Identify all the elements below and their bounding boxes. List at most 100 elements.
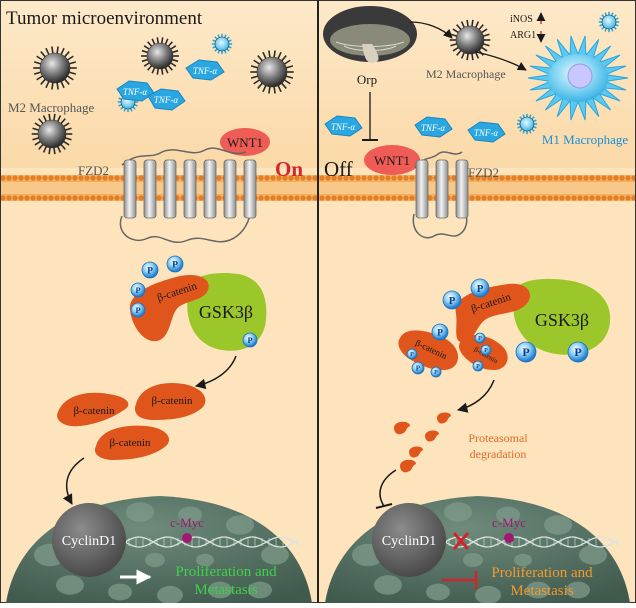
nuclear-inhibition-line [379,469,397,507]
tnf-alpha-hexagon: TNF-α [185,59,225,81]
tnf-alpha-hexagon: TNF-α [414,116,453,138]
phosphate-label: P [476,364,480,370]
m2-macrophage-icon [33,46,77,90]
fzd2-receptor [412,151,469,239]
phosphate-label: P [247,336,252,345]
fzd2-label: FZD2 [78,163,109,178]
m2-macrophage-label: M2 Macrophage [8,100,95,115]
gsk3b-label: GSK3β [535,310,589,330]
phosphate-group: P [442,290,462,310]
panel-title: Tumor microenvironment [6,8,203,29]
phosphate-group: P [472,360,484,372]
fzd2-label: FZD2 [468,165,499,180]
wnt1-label: WNT1 [227,135,263,150]
gsk3b-label: GSK3β [199,302,253,322]
blocked-cross-icon [452,532,470,550]
c-myc-label: c-Myc [492,515,526,530]
release-arrow [194,355,237,390]
tnf-alpha-label: TNF-α [421,123,446,133]
phosphate-group: P [480,344,492,356]
cell-membrane-left [0,175,318,201]
m2-macrophage-icon [449,19,491,61]
m2-macrophage-label: M2 Macrophage [426,67,506,81]
tnf-alpha-label: TNF-α [193,66,218,76]
outcome-text: Metastasis [510,583,573,599]
phosphate-group: P [515,341,537,363]
phosphate-group: P [130,282,146,298]
cyclind1-label: CyclinD1 [62,534,116,549]
beta-catenin-protein [398,330,459,371]
m1-macrophage-icon [211,33,233,55]
m1-macrophage-label: M1 Macrophage [542,132,629,147]
pathway-state-on: On [275,157,303,181]
orp-to-macrophage-arrow [409,21,453,39]
phosphate-label: P [410,352,414,358]
inos-label: iNOS [510,14,533,25]
outcome-text: Proliferation and [175,564,277,580]
tnf-alpha-label: TNF-α [123,87,148,97]
cell-membrane-right [319,175,636,201]
phosphate-label: P [449,295,456,307]
beta-catenin-label: β-catenin [151,395,193,407]
degradation-arrow [456,379,495,413]
phosphate-group: P [474,332,486,344]
c-myc-marker [504,533,514,543]
phosphate-group: P [406,348,418,360]
phosphate-label: P [484,348,488,354]
m2-macrophage-icon [250,50,294,94]
m2-macrophage-icon [141,37,179,75]
phosphate-group: P [431,323,449,341]
outcome-text: Proliferation and [491,565,593,581]
phosphate-group: P [430,366,442,378]
beta-catenin-label: β-catenin [73,405,115,417]
c-myc-label: c-Myc [170,515,204,530]
polarization-arrow [475,51,527,71]
cyclind1-label: CyclinD1 [382,534,436,549]
nuclear-inhibition-bar [375,503,393,509]
degradation-text: Proteasomal [468,431,528,445]
beta-catenin-label: β-catenin [109,437,151,449]
phosphate-group: P [166,255,184,273]
tnf-alpha-label: TNF-α [331,122,356,132]
phosphate-group: P [242,332,258,348]
cyclind1-protein [372,503,446,577]
phosphate-label: P [135,306,140,315]
arg1-label: ARG1 [510,30,536,41]
fzd2-receptor [119,147,257,243]
beta-catenin-protein [129,274,209,342]
beta-catenin-protein: β-catenin [134,382,206,420]
orp-mushroom [323,6,417,63]
gsk3b-kinase [187,272,267,351]
m1-macrophage-icon [598,11,620,33]
tnf-alpha-hexagon: TNF-α [324,115,363,137]
phosphate-label: P [416,365,421,373]
m1-macrophage-icon [516,113,538,135]
phosphate-label: P [135,286,140,295]
phosphate-label: P [574,345,581,359]
beta-catenin-protein: β-catenin [57,392,129,427]
pathway-state-off: Off [324,157,353,181]
outcome-text: Metastasis [194,582,257,598]
orp-label: Orp [357,72,377,87]
nuclear-translocation-arrow [62,457,85,505]
m2-macrophage-icon [31,113,73,155]
tnf-alpha-label: TNF-α [154,95,179,105]
phosphate-label: P [437,327,443,338]
tnf-alpha-hexagon: TNF-α [467,121,506,143]
phosphate-group: P [470,278,490,298]
catenin-fragment [409,446,423,458]
m1-macrophage [527,35,629,121]
phosphate-label: P [477,283,484,295]
phosphate-label: P [147,265,153,276]
beta-catenin-protein: β-catenin [94,425,170,460]
catenin-fragment [437,412,451,424]
wnt1-ligand: WNT1 [220,128,270,156]
cyclind1-protein [52,503,126,577]
phosphate-label: P [522,345,529,359]
phosphate-label: P [172,259,178,270]
degradation-text: degradation [470,447,527,461]
phosphate-label: P [478,336,482,342]
gsk3b-kinase [513,278,611,355]
